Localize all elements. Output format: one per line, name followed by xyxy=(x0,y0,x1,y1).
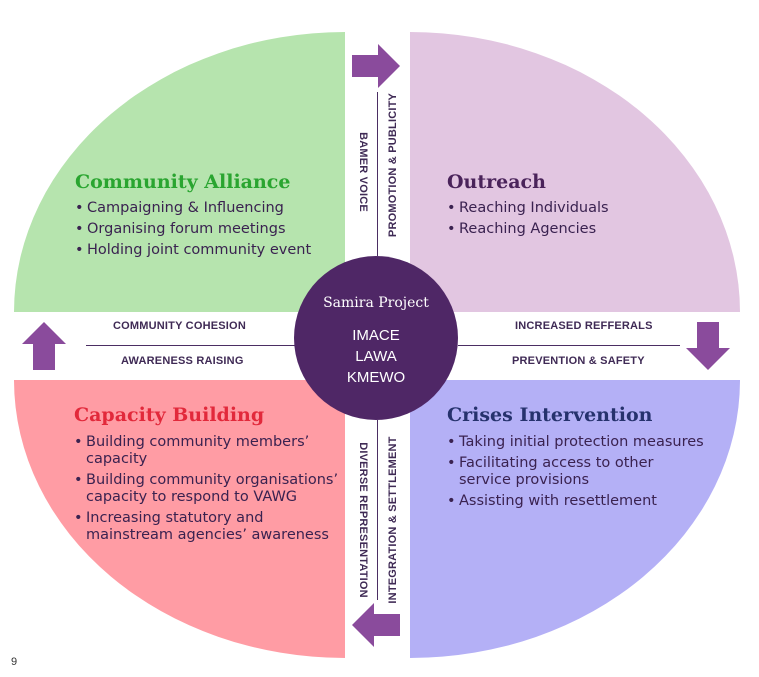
crises-intervention-list: Taking initial protection measures Facil… xyxy=(447,434,707,514)
top-divider-line xyxy=(377,92,378,256)
partner-imace: IMACE xyxy=(352,327,400,344)
outreach-list: Reaching Individuals Reaching Agencies xyxy=(447,200,707,242)
arrow-up-icon xyxy=(22,322,66,370)
diverse-representation-label: DIVERSE REPRESENTATION xyxy=(357,442,369,598)
crises-intervention-title: Crises Intervention xyxy=(447,404,653,426)
list-item: Reaching Individuals xyxy=(447,200,707,217)
partner-lawa: LAWA xyxy=(355,348,397,365)
list-item: Organising forum meetings xyxy=(75,221,355,238)
list-item: Building community organisations’ capaci… xyxy=(74,472,344,506)
integration-settlement-label: INTEGRATION & SETTLEMENT xyxy=(387,436,399,604)
partner-kmewo: KMEWO xyxy=(346,369,406,386)
arrow-down-icon xyxy=(686,322,730,370)
list-item: Campaigning & Influencing xyxy=(75,200,355,217)
prevention-safety-label: PREVENTION & SAFETY xyxy=(512,355,645,367)
increased-referrals-label: INCREASED REFFERALS xyxy=(515,320,653,332)
bamer-voice-label: BAMER VOICE xyxy=(357,132,369,212)
left-divider-line xyxy=(86,345,296,346)
right-divider-line xyxy=(458,345,680,346)
list-item: Holding joint community event xyxy=(75,242,355,259)
community-alliance-title: Community Alliance xyxy=(75,171,291,193)
outreach-title: Outreach xyxy=(447,171,546,193)
awareness-raising-label: AWARENESS RAISING xyxy=(121,355,244,367)
center-title: Samira Project xyxy=(323,295,429,311)
community-alliance-list: Campaigning & Influencing Organising for… xyxy=(75,200,355,263)
arrow-right-icon xyxy=(352,44,400,88)
list-item: Facilitating access to other service pro… xyxy=(447,455,707,489)
list-item: Assisting with resettlement xyxy=(447,493,707,510)
promotion-publicity-label: PROMOTION & PUBLICITY xyxy=(387,92,399,238)
list-item: Taking initial protection measures xyxy=(447,434,707,451)
list-item: Building community members’ capacity xyxy=(74,434,344,468)
capacity-building-list: Building community members’ capacity Bui… xyxy=(74,434,344,548)
bottom-divider-line xyxy=(377,420,378,600)
community-cohesion-label: COMMUNITY COHESION xyxy=(113,320,246,332)
arrow-left-icon xyxy=(352,603,400,647)
page-number: 9 xyxy=(11,656,18,668)
samira-project-circle: Samira Project IMACE LAWA KMEWO xyxy=(294,256,458,420)
list-item: Reaching Agencies xyxy=(447,221,707,238)
list-item: Increasing statutory and mainstream agen… xyxy=(74,510,344,544)
capacity-building-title: Capacity Building xyxy=(74,404,265,426)
